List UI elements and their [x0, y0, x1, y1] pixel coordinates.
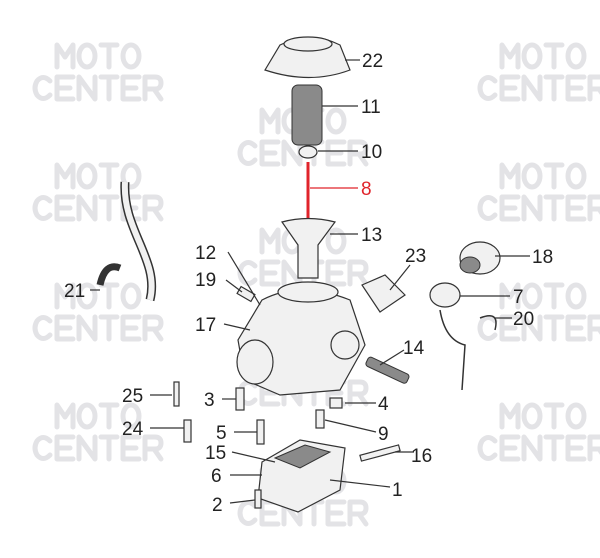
callout-20[interactable]: 20 — [513, 309, 534, 330]
part-1-float-bowl — [257, 439, 346, 513]
callout-1[interactable]: 1 — [392, 480, 403, 501]
part-18-cap — [459, 241, 501, 275]
part-21-hose — [96, 181, 157, 302]
callout-15[interactable]: 15 — [205, 443, 226, 464]
watermark-logo — [35, 165, 161, 219]
callout-24[interactable]: 24 — [122, 419, 144, 440]
watermark-logo — [35, 45, 161, 99]
callout-5[interactable]: 5 — [216, 423, 227, 444]
part-7-starter — [429, 282, 466, 391]
callout-8[interactable]: 8 — [361, 179, 372, 200]
callout-3[interactable]: 3 — [204, 390, 215, 411]
callout-4[interactable]: 4 — [378, 394, 389, 415]
callout-9[interactable]: 9 — [378, 424, 389, 445]
callout-21[interactable]: 21 — [64, 281, 85, 302]
callout-2[interactable]: 2 — [212, 495, 223, 516]
part-23-bracket — [361, 274, 406, 313]
callout-14[interactable]: 14 — [403, 338, 425, 359]
part-17-body — [236, 281, 366, 396]
callout-16[interactable]: 16 — [411, 446, 432, 467]
watermark-logo — [480, 165, 600, 219]
callout-25[interactable]: 25 — [122, 386, 143, 407]
part-11-spring — [291, 84, 323, 146]
callout-10[interactable]: 10 — [361, 142, 382, 163]
watermark-logo — [480, 45, 600, 99]
leader-lines — [90, 59, 530, 504]
callout-7[interactable]: 7 — [513, 287, 524, 308]
callout-6[interactable]: 6 — [211, 466, 222, 487]
part-10-retainer — [298, 145, 318, 159]
callout-23[interactable]: 23 — [405, 246, 426, 267]
watermark-logo — [35, 285, 161, 339]
watermark-logo — [480, 285, 600, 339]
callout-18[interactable]: 18 — [532, 247, 553, 268]
small-parts — [173, 285, 497, 509]
part-22-cover — [264, 36, 351, 79]
callout-11[interactable]: 11 — [361, 97, 381, 118]
callout-19[interactable]: 19 — [195, 270, 216, 291]
part-13-diaphragm — [281, 217, 337, 279]
callout-12[interactable]: 12 — [195, 243, 216, 264]
part-14-screw — [365, 356, 410, 384]
callout-13[interactable]: 13 — [361, 225, 382, 246]
callout-labels: 22 11 10 8 13 12 23 18 21 19 7 20 17 14 … — [64, 51, 553, 516]
callout-17[interactable]: 17 — [195, 315, 216, 336]
callout-22[interactable]: 22 — [362, 51, 383, 72]
watermark-logo — [480, 405, 600, 459]
